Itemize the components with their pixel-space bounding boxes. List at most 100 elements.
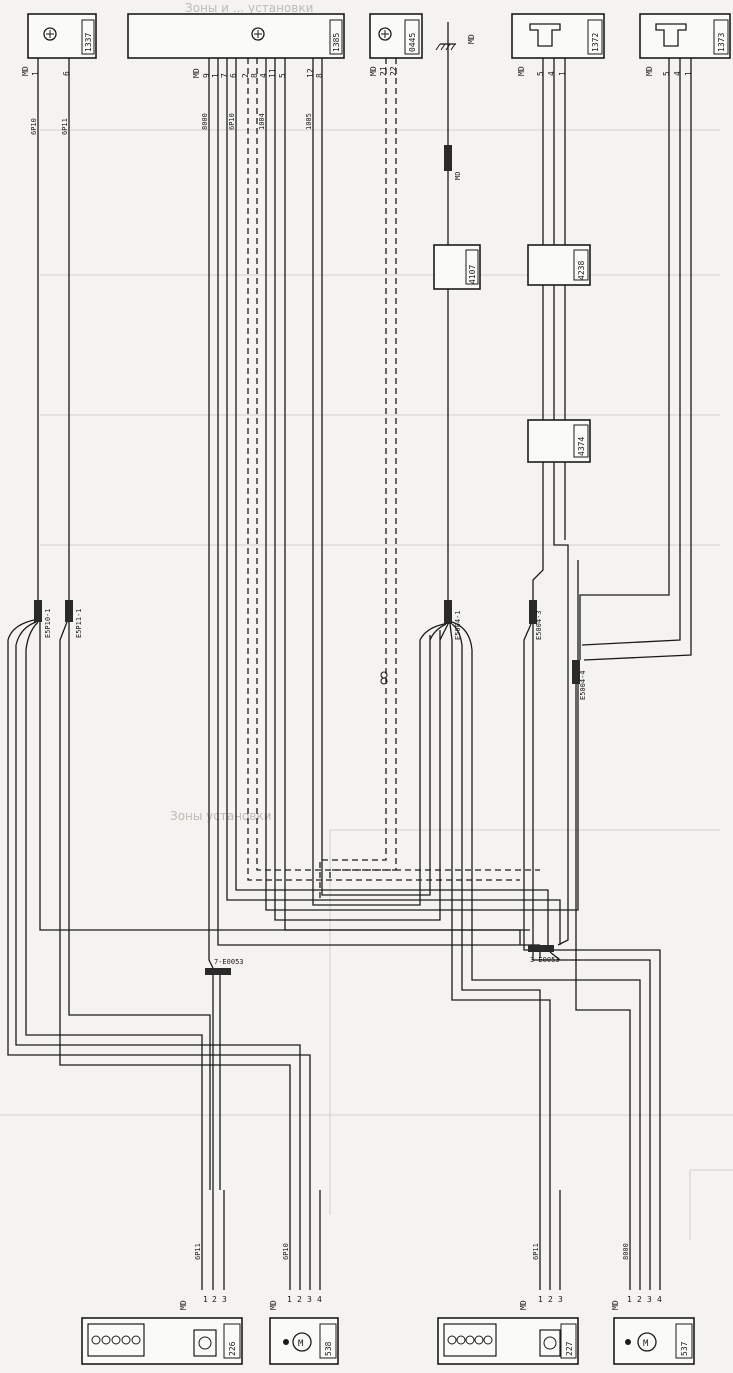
component-label-4374: 4374 — [577, 437, 586, 456]
pin-1385-h: 11 — [268, 68, 277, 78]
led-icon — [447, 1335, 457, 1345]
ground-label: MD — [467, 34, 476, 44]
component-0445: 0445 MD 21 22 — [369, 13, 423, 76]
component-label-537: 537 — [680, 1341, 689, 1356]
wires-1385: 8000 6P10 1004 1005 — [201, 58, 579, 969]
background-bleed: Зоны и ... установки Зоны установки — [0, 1, 733, 1240]
wires-0445 — [319, 58, 397, 900]
splice-label: 7-E0053 — [214, 958, 244, 966]
ground-1385: MD — [192, 68, 201, 78]
pin-1337-1: 1 — [31, 71, 40, 76]
switch-icon — [529, 23, 561, 47]
component-label-1385: 1385 — [332, 33, 341, 52]
component-label-1373: 1373 — [717, 33, 726, 52]
pin-226-1: 1 — [203, 1295, 208, 1304]
ecu-icon — [251, 27, 265, 41]
component-1372: 1372 MD 5 4 1 — [511, 13, 605, 76]
component-227: 6P11 MD 1 2 3 227 — [437, 1190, 579, 1365]
pin-227-3: 3 — [558, 1295, 563, 1304]
wire-code: 8000 — [622, 1243, 630, 1260]
pin-1385-f: 8 — [250, 73, 259, 78]
splice-label: 3-E0053 — [530, 956, 560, 964]
led-icon — [483, 1335, 493, 1345]
wire-code: 6P10 — [228, 113, 236, 130]
pin-537-1: 1 — [627, 1295, 632, 1304]
pin-1385-e: 2 — [241, 73, 250, 78]
splice-label: E5P11-1 — [75, 608, 83, 638]
wire-code: 6P10 — [30, 118, 38, 135]
component-label-1337: 1337 — [84, 33, 93, 52]
wire-code: 6P10 — [282, 1243, 290, 1260]
led-icon — [474, 1335, 484, 1345]
component-label-0445: 0445 — [408, 33, 417, 52]
splice-label: E5P10-1 — [44, 608, 52, 638]
svg-text:M: M — [298, 1339, 304, 1349]
pin-1373-5: 5 — [662, 71, 671, 76]
svg-text:M: M — [643, 1339, 649, 1349]
pin-1385-a: 9 — [202, 73, 211, 78]
pin-1372-4: 4 — [547, 71, 556, 76]
sensor-icon — [378, 27, 392, 41]
pin-226-3: 3 — [222, 1295, 227, 1304]
component-label-1372: 1372 — [591, 33, 600, 52]
component-226: 6P11 MD 1 2 3 226 — [81, 1190, 243, 1365]
wire-code: 8000 — [201, 113, 209, 130]
component-1337: 1337 1 6 MD — [21, 13, 97, 76]
component-537: 8000 MD 1 2 3 4 M 537 — [611, 1190, 695, 1365]
pin-1373-1: 1 — [684, 71, 693, 76]
background-text-1: Зоны и ... установки — [185, 1, 313, 15]
component-1385: 1385 MD 9 1 7 6 2 8 4 11 5 12 8 — [127, 13, 345, 78]
pin-538-4: 4 — [317, 1295, 322, 1304]
pin-1385-j: 12 — [306, 68, 315, 78]
led-icon — [101, 1335, 111, 1345]
wires-1372: 4238 4374 E5004-3 — [523, 58, 661, 1190]
ground-1373: MD — [645, 66, 654, 76]
pin-1385-b: 1 — [211, 73, 220, 78]
component-label-226: 226 — [228, 1341, 237, 1356]
pin-0445-22: 22 — [389, 66, 398, 76]
wires-1373: E5004-4 — [572, 58, 692, 1190]
pin-1373-4: 4 — [673, 71, 682, 76]
component-1373: 1373 MD 5 4 1 — [639, 13, 731, 76]
pin-1372-1: 1 — [558, 71, 567, 76]
knob-icon — [198, 1336, 212, 1350]
pin-1337-6: 6 — [62, 71, 71, 76]
ground-0445: MD — [369, 66, 378, 76]
pin-1385-c: 7 — [220, 73, 229, 78]
switch-icon — [655, 23, 687, 47]
splice-label: E5004-4 — [579, 670, 587, 700]
led-icon — [465, 1335, 475, 1345]
motor-icon — [637, 1332, 657, 1352]
pin-1385-d: 6 — [229, 73, 238, 78]
wire-code: 6P11 — [61, 118, 69, 135]
component-label-538: 538 — [324, 1341, 333, 1356]
led-icon — [131, 1335, 141, 1345]
wire-code: 6P11 — [532, 1243, 540, 1260]
ground-538: MD — [269, 1300, 278, 1310]
pin-538-3: 3 — [307, 1295, 312, 1304]
pin-537-4: 4 — [657, 1295, 662, 1304]
component-4374: 4374 — [527, 419, 591, 463]
pin-1385-g: 4 — [259, 73, 268, 78]
pin-1372-5: 5 — [536, 71, 545, 76]
ground-1337: MD — [21, 66, 30, 76]
wire-code: 6P11 — [194, 1243, 202, 1260]
component-label-227: 227 — [565, 1341, 574, 1356]
wire-code: MD — [454, 172, 462, 180]
ground-1372: MD — [517, 66, 526, 76]
pin-538-1: 1 — [287, 1295, 292, 1304]
led-icon — [91, 1335, 101, 1345]
pin-1385-k: 8 — [315, 73, 324, 78]
led-icon — [121, 1335, 131, 1345]
component-538: 6P10 MD 1 2 3 4 M 538 — [269, 1190, 339, 1365]
component-4238: 4238 — [527, 244, 591, 286]
led-icon — [456, 1335, 466, 1345]
pin-227-2: 2 — [548, 1295, 553, 1304]
pin-1385-i: 5 — [278, 73, 287, 78]
component-4107: 4107 — [433, 244, 481, 290]
wires-1337: 6P10 6P11 E5P10-1 E5P11-1 — [7, 58, 521, 1190]
pin-227-1: 1 — [538, 1295, 543, 1304]
mid-splices: 7-E0053 3-E0053 — [205, 945, 561, 1190]
pin-226-2: 2 — [212, 1295, 217, 1304]
